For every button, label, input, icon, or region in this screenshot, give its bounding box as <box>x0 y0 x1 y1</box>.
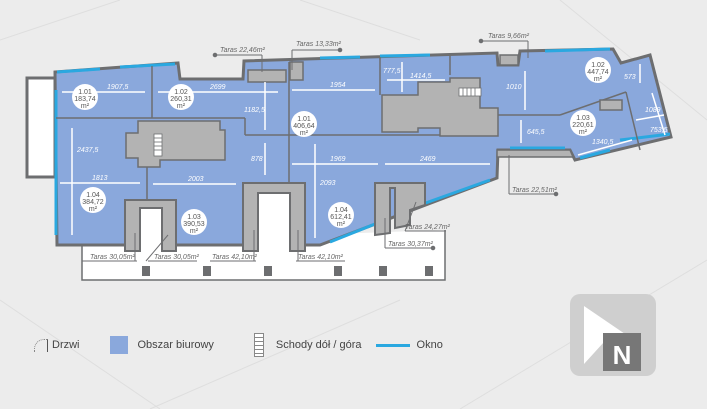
room-badges <box>72 57 611 235</box>
svg-text:260,31: 260,31 <box>170 96 192 103</box>
dimension-label: 753,5 <box>650 127 668 134</box>
legend-door-label: Drzwi <box>52 339 80 351</box>
svg-text:390,53: 390,53 <box>183 221 205 228</box>
svg-text:m²: m² <box>89 206 98 213</box>
dimension-label: 1954 <box>330 82 346 89</box>
svg-text:447,74: 447,74 <box>587 69 609 76</box>
dimension-label: 878 <box>251 156 263 163</box>
svg-text:m²: m² <box>177 103 186 110</box>
terrace-label: Taras 9,66m² <box>488 33 530 40</box>
dimension-label: 1089 <box>645 107 661 114</box>
svg-text:183,74: 183,74 <box>74 96 96 103</box>
terrace-label: Taras 22,46m² <box>220 47 266 54</box>
dimension-label: 777,5 <box>383 68 401 75</box>
legend-office-label: Obszar biurowy <box>137 339 214 351</box>
svg-text:220,61: 220,61 <box>572 122 594 129</box>
dimension-label: 2699 <box>209 84 226 91</box>
svg-text:m²: m² <box>300 130 309 137</box>
svg-text:1.03: 1.03 <box>576 115 590 122</box>
dimension-label: 1969 <box>330 156 346 163</box>
svg-text:m²: m² <box>337 221 346 228</box>
dimension-label: 1414,5 <box>410 73 432 80</box>
terrace-labels: Taras 22,46m² Taras 13,33m² Taras 9,66m²… <box>90 33 558 261</box>
logo-letter: N <box>613 340 632 370</box>
dimension-arrows <box>60 62 666 238</box>
terrace-label: Taras 42,10m² <box>298 254 344 261</box>
svg-text:1.02: 1.02 <box>174 89 188 96</box>
windows <box>54 47 671 244</box>
svg-text:612,41: 612,41 <box>330 214 352 221</box>
annex <box>25 76 57 179</box>
dimension-label: 2469 <box>419 156 436 163</box>
legend-window-label: Okno <box>416 339 443 351</box>
svg-text:1.01: 1.01 <box>297 116 311 123</box>
svg-text:m²: m² <box>190 228 199 235</box>
svg-text:m²: m² <box>594 76 603 83</box>
svg-text:384,72: 384,72 <box>82 199 104 206</box>
terrace-label: Taras 13,33m² <box>296 41 342 48</box>
dimension-label: 1813 <box>92 175 108 182</box>
terrace-label: Taras 42,10m² <box>212 254 258 261</box>
stairs-icon <box>153 87 482 157</box>
dimension-label: 1340,5 <box>592 139 614 146</box>
balcony-cores <box>124 182 426 252</box>
dimension-label: 2437,5 <box>76 147 99 154</box>
door-icon <box>34 338 48 352</box>
svg-text:1.02: 1.02 <box>591 62 605 69</box>
svg-text:1.01: 1.01 <box>78 89 92 96</box>
dimension-label: 1010 <box>506 84 522 91</box>
terrace-label: Taras 30,37m² <box>388 241 434 248</box>
terrace-leaders <box>82 38 559 262</box>
window-line-icon <box>375 343 410 347</box>
dimension-label: 1182,5 <box>244 107 265 114</box>
svg-text:m²: m² <box>579 129 588 136</box>
dimension-label: 1907,5 <box>107 84 129 91</box>
office-area <box>53 47 673 247</box>
dimension-label: 2093 <box>319 180 336 187</box>
dimension-label: 2003 <box>187 176 204 183</box>
terrace-label: Taras 22,51m² <box>512 187 558 194</box>
terrace-label: Taras 30,05m² <box>90 254 136 261</box>
legend-stairs-label: Schody dół / góra <box>275 339 362 351</box>
svg-text:1.03: 1.03 <box>187 214 201 221</box>
svg-text:1.04: 1.04 <box>86 192 100 199</box>
office-swatch-icon <box>109 336 128 354</box>
north-logo: N <box>570 294 656 376</box>
svg-text:406,64: 406,64 <box>293 123 315 130</box>
terrace-label: Taras 30,05m² <box>154 254 200 261</box>
dimension-label: 645,5 <box>527 129 545 136</box>
terrace-pillars <box>142 266 433 276</box>
terrace-label: Taras 24,27m² <box>405 224 451 231</box>
svg-text:1.04: 1.04 <box>334 207 348 214</box>
svg-text:m²: m² <box>81 103 90 110</box>
dimension-labels: 1907,5 2699 1182,5 2437,5 1813 2003 878 … <box>76 68 668 187</box>
dimension-label: 573 <box>624 74 636 81</box>
stairs-legend-icon <box>253 333 264 357</box>
legend: Drzwi Obszar biurowy Schody dół / góra O… <box>34 333 443 357</box>
